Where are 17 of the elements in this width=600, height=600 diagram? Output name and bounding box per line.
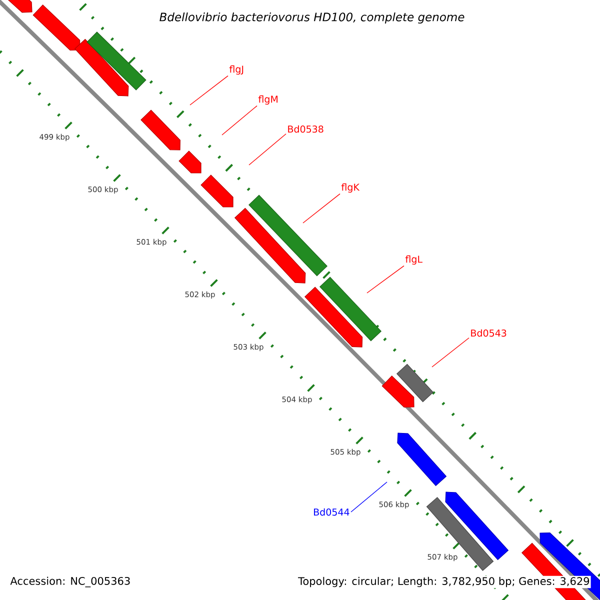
- gene-label: flgM: [258, 95, 278, 105]
- leader-line: [222, 105, 258, 136]
- gene-label: Bd0538: [288, 125, 324, 133]
- summary-text: Topology: circular; Length: 3,782,950 bp; Genes: 3,629: [297, 576, 591, 588]
- leader-line: [432, 338, 470, 368]
- leader-line: [248, 134, 286, 166]
- gene-label: flgK: [341, 183, 360, 193]
- gene-label: flgL: [405, 255, 422, 265]
- gene-label: Bd0543: [471, 329, 506, 337]
- leader-line: [366, 265, 404, 294]
- leader-line: [190, 75, 228, 106]
- title: Bdellovibrio bacteriovorus HD100, complete genome: [160, 12, 464, 24]
- leader-line: [350, 482, 388, 512]
- gene-label: Bd0544: [314, 508, 350, 516]
- gene-label: flgJ: [229, 65, 244, 75]
- leader-line: [302, 193, 340, 224]
- accession-text: Accession: NC_005363: [10, 576, 130, 588]
